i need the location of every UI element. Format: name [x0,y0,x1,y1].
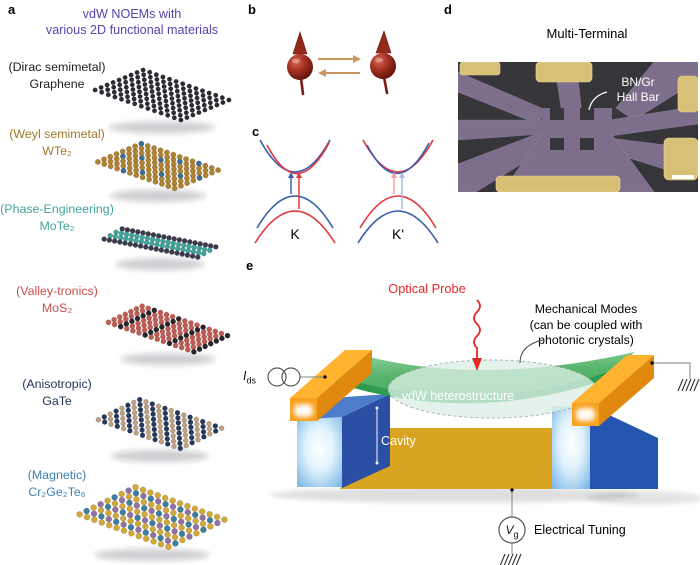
mechanical-modes-label: Mechanical Modes (can be coupled with ph… [500,302,672,349]
annotation-pointer-curve [588,91,608,111]
right-drive-electrode [572,355,654,426]
electrical-tuning-label: Electrical Tuning [534,523,626,537]
gate-voltage-label: Vg [498,523,526,539]
panel-d-title: Multi-Terminal [546,26,628,41]
panel-a-label: a [8,2,16,17]
material-category: (Phase-Engineering) [0,202,114,216]
spin-flip-illustration [287,30,396,96]
k-valley-label: K [290,226,300,242]
membrane-label: vdW heterostructure [401,389,515,403]
cavity-depth-indicator [375,406,379,465]
right-support-pillar [552,406,658,489]
sem-annotation-line2: Hall Bar [616,90,660,104]
spin-up-right [370,30,396,95]
lattice-1 [95,140,222,202]
k-valley-bands [254,139,336,244]
lattice-0 [92,67,232,134]
panel-e-label: e [246,258,254,273]
current-source-icon [267,367,301,387]
ids-subscript: ds [246,375,256,386]
wire-junction-dots [323,361,654,492]
material-entry-gate: (Anisotropic) GaTe [0,377,114,409]
back-gate-electrode [340,428,557,489]
vg-subscript: g [513,528,519,539]
spin-up-left [287,31,313,96]
mechanical-modes-line3: photonic crystals) [538,333,634,347]
cavity-label: Cavity [381,434,416,448]
material-name: Cr₂Ge₂Te₆ [28,485,86,499]
k-prime-valley-label: K' [391,226,404,242]
panel-b-label: b [248,2,256,17]
left-drive-electrode [290,350,372,421]
material-entry-mote2: (Phase-Engineering) MoTe₂ [0,202,114,234]
ids-symbol: I [243,369,247,383]
sem-annotation-line1: BN/Gr [621,75,655,89]
mechanical-modes-line1: Mechanical Modes [534,302,638,316]
material-entry-cr2ge2te6: (Magnetic) Cr₂Ge₂Te₆ [0,468,114,500]
gold-contact-pads [459,62,698,192]
ground-icon-right [677,378,700,392]
material-name: MoS₂ [41,301,73,315]
sem-micrograph-hall-bar [458,62,698,192]
material-entry-graphene: (Dirac semimetal) Graphene [0,60,114,92]
material-name: Graphene [29,77,85,91]
crystal-lattice-illustrations [76,67,232,561]
lattice-5 [76,484,228,561]
material-name: MoTe₂ [39,219,75,233]
material-name: WTe₂ [42,144,72,158]
equilibrium-arrows-icon [318,55,361,77]
material-category: (Dirac semimetal) [8,60,106,74]
lattice-3 [105,303,231,366]
valley-band-structure-diagram [254,139,439,244]
material-category: (Valley-tronics) [16,284,98,298]
panel-a-title-line2: various 2D functional materials [45,23,219,37]
drain-source-current-label: Ids [243,369,256,386]
material-category: (Anisotropic) [22,377,92,391]
panel-a-title-line1: vdW NOEMs with [82,7,182,21]
k-prime-valley-bands [357,139,439,244]
optical-probe-label: Optical Probe [388,281,466,296]
hall-bar-etch-gaps [550,108,594,150]
panel-c-label: c [252,124,260,139]
vg-symbol: V [505,522,514,537]
lattice-2 [101,226,219,271]
mechanical-modes-pointer-curve [519,339,544,364]
nems-device-schematic [267,299,700,565]
ground-icon-bottom [499,553,522,565]
material-entry-mos2: (Valley-tronics) MoS₂ [0,284,114,316]
material-entry-wte2: (Weyl semimetal) WTe₂ [0,127,114,159]
optical-probe-arrow-icon [472,299,482,371]
gate-voltage-source-icon [498,516,526,544]
material-category: (Weyl semimetal) [9,127,105,141]
scale-bar [672,175,694,179]
lattice-4 [95,396,225,462]
circuit-wiring [300,362,691,554]
device-shadow [270,487,700,505]
material-category: (Magnetic) [27,468,87,482]
mechanical-modes-line2: (can be coupled with [529,317,643,332]
panel-a-title: vdW NOEMs with various 2D functional mat… [22,6,242,38]
material-name: GaTe [42,394,72,408]
panel-d-label: d [444,2,452,17]
